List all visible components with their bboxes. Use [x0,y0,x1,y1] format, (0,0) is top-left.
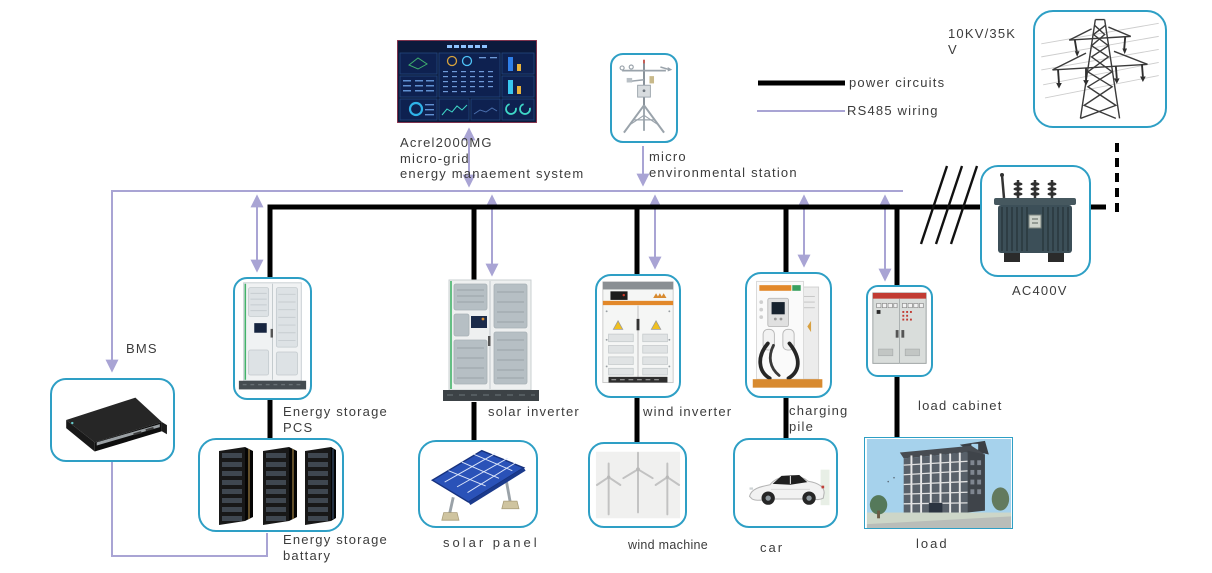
wind-inverter-label: wind inverter [643,404,733,419]
solar-panel-label: solar panel [443,535,540,550]
transformer-label: AC400V [1012,283,1068,298]
charging-pile-node [745,272,832,398]
load-cabinet-label: load cabinet [918,398,1003,413]
bms-node [50,378,175,462]
ems-label-line3: energy manaement system [400,166,585,181]
transformer-image [994,173,1076,262]
wind-machine-image [595,451,680,519]
dashboard-title-bar [447,45,487,48]
ems-label-line1: Acrel2000MG [400,135,493,150]
charging-pile-label-line1: charging [789,403,849,418]
battery-label: Energy storage battary [283,532,388,563]
bms-device-image [65,397,167,452]
phase-slashes [919,165,979,245]
pcs-label: Energy storage PCS [283,404,388,435]
transmission-tower-node [1033,10,1167,128]
load-building-node [864,437,1013,529]
charging-pile-image [752,280,823,388]
charging-pile-label-line2: pile [789,418,815,434]
ems-label-line2: micro-grid [400,150,470,166]
weather-label-line1: micro [649,149,687,164]
rs485-bus-and-bms-drop [105,190,903,373]
charging-pile-label: charging pile [789,403,848,434]
wind-inverter-node [595,274,681,398]
car-node [733,438,838,528]
pcs-label-line2: PCS [283,419,314,435]
battery-racks-image [219,447,336,525]
bms-label: BMS [126,341,158,356]
wind-machine-label: wind machine [628,538,709,552]
wind-inverter-image [602,281,674,384]
voltage-line1: 10KV/35K [948,26,1017,41]
load-cabinet-image [872,292,927,364]
power-circuits [267,80,1106,444]
pcs-node [233,277,312,400]
transformer-node [980,165,1091,277]
rs485-wiring [105,110,903,557]
solar-panel-image [430,449,526,521]
rs485-bms-to-battery [111,462,268,557]
pcs-label-line1: Energy storage [283,404,388,419]
car-image [748,469,830,506]
solar-inverter-label: solar inverter [488,404,580,419]
wind-machine-node [588,442,687,528]
load-building-image [866,438,1011,528]
legend-rs485-label: RS485 wiring [847,103,939,118]
power-bus [267,204,980,277]
battery-node [198,438,344,532]
voltage-line2: V [948,41,958,57]
load-cabinet-node [866,285,933,377]
load-label: load [916,536,949,551]
ems-label: Acrel2000MG micro-grid energy manaement … [400,135,584,182]
ems-dashboard-image [397,40,537,123]
legend-power-label: power circuits [849,75,946,90]
weather-label-line2: environmental station [649,164,798,180]
battery-label-line1: Energy storage [283,532,388,547]
car-label: car [760,540,785,555]
battery-label-line2: battary [283,547,332,563]
weather-station-image [619,59,673,134]
utility-voltage-label: 10KV/35K V [948,26,1016,57]
solar-panel-node [418,440,538,528]
solar-inverter-image [433,278,545,404]
transmission-tower-image [1041,18,1159,120]
weather-station-node [610,53,678,143]
pcs-cabinet-image [238,282,307,390]
weather-station-label: micro environmental station [649,149,798,180]
